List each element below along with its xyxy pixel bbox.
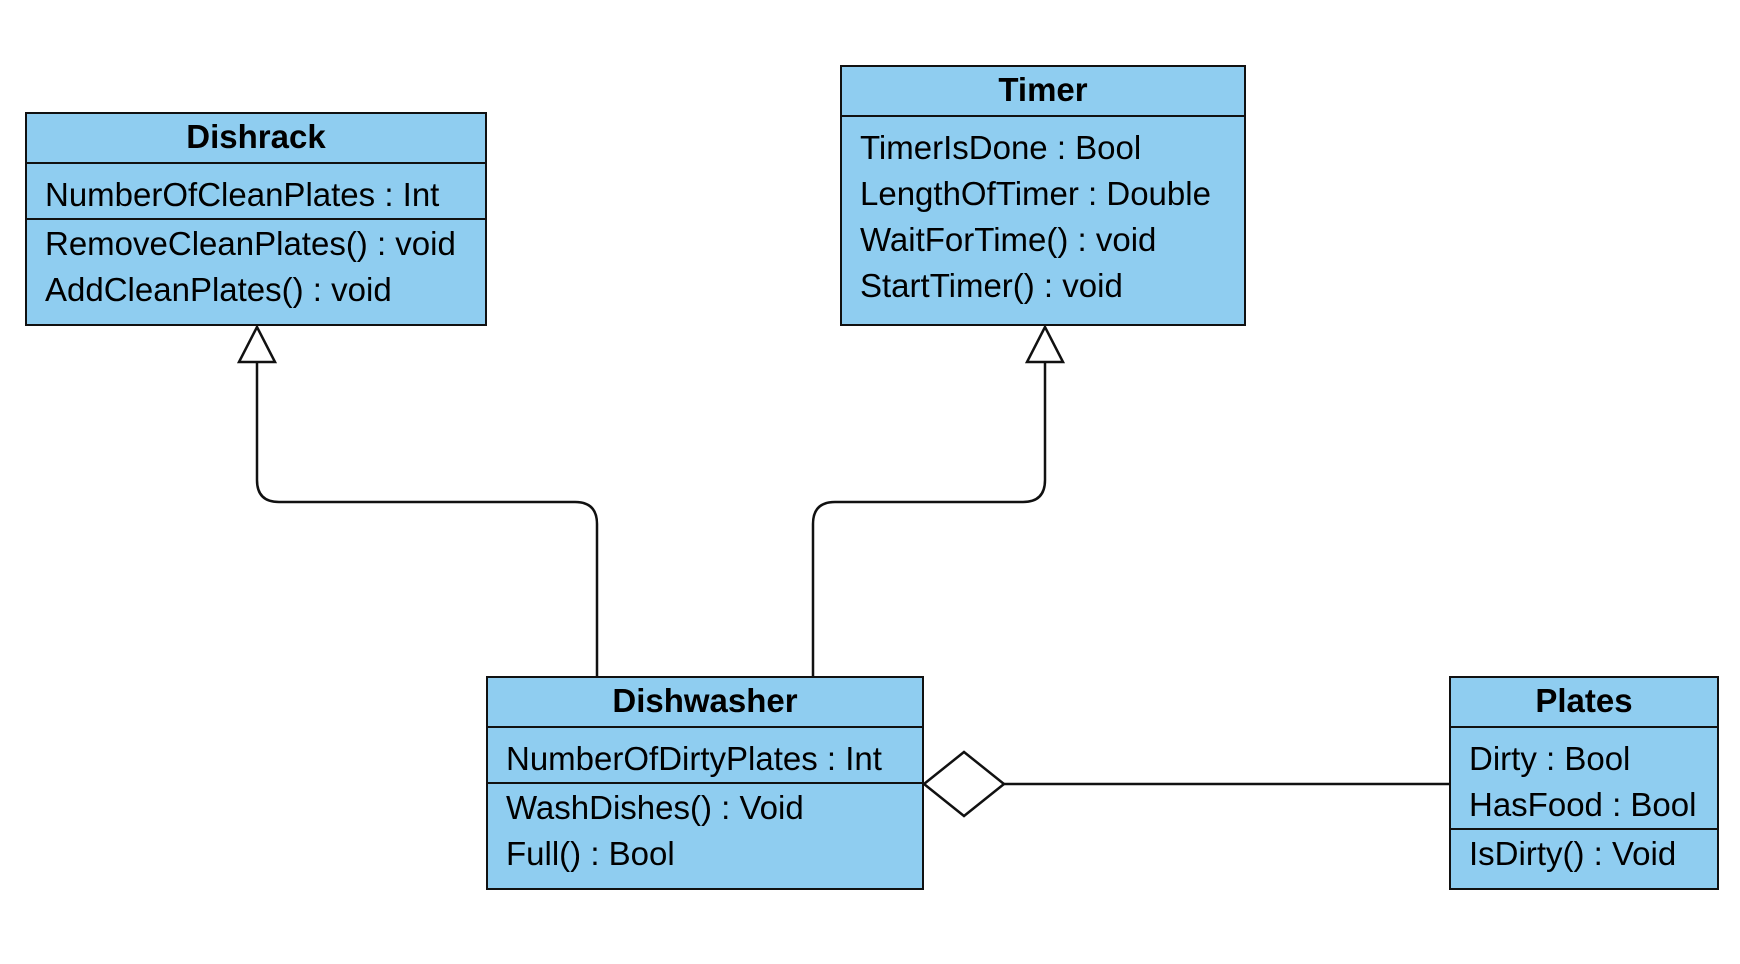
- attribute: TimerIsDone : Bool: [860, 129, 1142, 166]
- attribute: StartTimer() : void: [860, 267, 1123, 304]
- class-dishrack[interactable]: Dishrack NumberOfCleanPlates : Int Remov…: [25, 112, 487, 326]
- aggregation-diamond: [921, 750, 1007, 818]
- operation: WashDishes() : Void: [506, 789, 804, 826]
- class-dishwasher[interactable]: Dishwasher NumberOfDirtyPlates : Int Was…: [486, 676, 924, 890]
- class-name: Timer: [842, 67, 1244, 117]
- attributes-section: Dirty : Bool HasFood : Bool: [1451, 728, 1717, 828]
- class-plates[interactable]: Plates Dirty : Bool HasFood : Bool IsDir…: [1449, 676, 1719, 890]
- generalization-line-dishrack: [255, 362, 599, 677]
- operations-section: IsDirty() : Void: [1451, 828, 1717, 877]
- attribute: HasFood : Bool: [1469, 786, 1697, 823]
- attribute: NumberOfCleanPlates : Int: [45, 176, 440, 213]
- operation: AddCleanPlates() : void: [45, 271, 392, 308]
- generalization-arrowhead-dishrack: [236, 324, 278, 364]
- attribute: LengthOfTimer : Double: [860, 175, 1211, 212]
- class-name: Dishwasher: [488, 678, 922, 728]
- class-name: Plates: [1451, 678, 1717, 728]
- attributes-section: NumberOfCleanPlates : Int: [27, 164, 485, 218]
- attribute: Dirty : Bool: [1469, 740, 1631, 777]
- operation: RemoveCleanPlates() : void: [45, 225, 456, 262]
- class-timer[interactable]: Timer TimerIsDone : Bool LengthOfTimer :…: [840, 65, 1246, 326]
- operations-section: WashDishes() : Void Full() : Bool: [488, 782, 922, 877]
- operation: Full() : Bool: [506, 835, 675, 872]
- attributes-section: TimerIsDone : Bool LengthOfTimer : Doubl…: [842, 117, 1244, 309]
- operations-section: RemoveCleanPlates() : void AddCleanPlate…: [27, 218, 485, 313]
- attribute: WaitForTime() : void: [860, 221, 1157, 258]
- attribute: NumberOfDirtyPlates : Int: [506, 740, 882, 777]
- attributes-section: NumberOfDirtyPlates : Int: [488, 728, 922, 782]
- operation: IsDirty() : Void: [1469, 835, 1677, 872]
- generalization-line-timer: [811, 362, 1047, 677]
- class-name: Dishrack: [27, 114, 485, 164]
- generalization-arrowhead-timer: [1024, 324, 1066, 364]
